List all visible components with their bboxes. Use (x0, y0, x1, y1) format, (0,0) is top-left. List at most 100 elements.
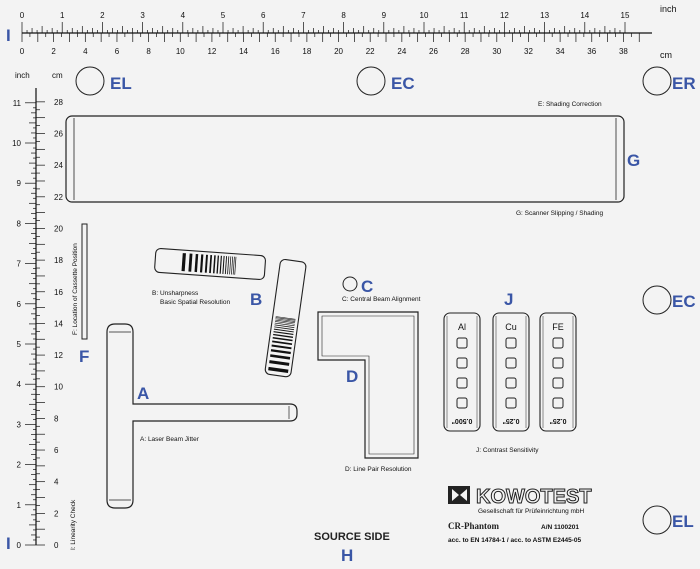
left-inch-label: 6 (17, 300, 22, 309)
top-inch-label: 2 (100, 11, 105, 20)
brand-name: KOWOTEST (476, 486, 592, 508)
label-cassette-position: F: Location of Cassette Position (72, 243, 79, 335)
contrast-strip-thickness: 0.25" (550, 417, 567, 424)
contrast-strip: Al 0.500" (443, 312, 481, 432)
contrast-hole (505, 357, 517, 369)
top-cm-label: 38 (619, 47, 628, 56)
left-cm-label: 12 (54, 351, 63, 360)
top-cm-label: 14 (239, 47, 248, 56)
left-ruler-inch-unit: inch (15, 71, 30, 80)
contrast-strips: Al0.500"Cu0.25"FE0.25" (443, 312, 577, 432)
marker-el-top: EL (110, 74, 132, 93)
left-inch-label: 9 (17, 179, 22, 188)
top-inch-label: 10 (420, 11, 429, 20)
left-inch-label: 8 (17, 219, 22, 228)
marker-c: C (361, 277, 373, 296)
ec-top-circle (356, 66, 386, 96)
unsharpness-strip-horizontal (154, 247, 266, 281)
top-cm-label: 22 (366, 47, 375, 56)
top-cm-label: 10 (176, 47, 185, 56)
top-cm-label: 6 (115, 47, 120, 56)
top-cm-label: 30 (492, 47, 501, 56)
top-inch-label: 13 (540, 11, 549, 20)
contrast-strip-element: Al (458, 322, 466, 332)
left-cm-label: 26 (54, 130, 63, 139)
label-contrast: J: Contrast Sensitivity (476, 447, 539, 454)
top-cm-label: 20 (334, 47, 343, 56)
el-bottom-circle (642, 505, 672, 535)
top-cm-label: 8 (146, 47, 151, 56)
left-inch-label: 11 (13, 99, 22, 108)
cassette-position-bar (81, 223, 88, 340)
brand-tagline: Gesellschaft für Prüfeinrichtung mbH (478, 508, 585, 515)
top-cm-label: 32 (524, 47, 533, 56)
contrast-strip-thickness: 0.500" (452, 417, 473, 424)
top-inch-label: 0 (20, 11, 25, 20)
left-inch-label: 1 (17, 501, 22, 510)
label-central-beam: C: Central Beam Alignment (342, 296, 421, 303)
line-pair-block-inner (321, 315, 415, 455)
unsharpness-strip-vertical (264, 258, 307, 378)
label-unsharpness-1: B: Unsharpness (152, 290, 199, 297)
marker-b: B (250, 290, 262, 309)
label-laser-beam: A: Laser Beam Jitter (140, 436, 200, 443)
marker-er-top: ER (672, 74, 696, 93)
top-inch-label: 15 (621, 11, 630, 20)
label-linearity: I: Linearity Check (70, 499, 77, 550)
top-cm-label: 2 (51, 47, 56, 56)
left-cm-label: 20 (54, 224, 63, 233)
top-cm-label: 0 (20, 47, 25, 56)
top-cm-label: 24 (397, 47, 406, 56)
brand-product: CR-Phantom (448, 521, 500, 531)
top-cm-label: 12 (207, 47, 216, 56)
label-source-side: SOURCE SIDE (314, 531, 390, 543)
brand-article: A/N 1100201 (541, 524, 579, 531)
left-cm-label: 6 (54, 446, 59, 455)
left-cm-label: 22 (54, 193, 63, 202)
left-cm-label: 2 (54, 509, 59, 518)
left-cm-label: 14 (54, 319, 63, 328)
marker-h: H (341, 546, 353, 565)
left-cm-label: 18 (54, 256, 63, 265)
top-inch-label: 3 (140, 11, 145, 20)
contrast-hole (505, 377, 517, 389)
left-inch-label: 2 (17, 461, 22, 470)
left-cm-label: 10 (54, 383, 63, 392)
contrast-hole (456, 337, 468, 349)
marker-g: G (627, 151, 640, 170)
er-top-circle (642, 66, 672, 96)
marker-i-bottom: I (6, 534, 11, 553)
contrast-strip-element: Cu (505, 322, 517, 332)
left-cm-label: 28 (54, 98, 63, 107)
contrast-hole (505, 337, 517, 349)
marker-d: D (346, 367, 358, 386)
left-inch-label: 3 (17, 420, 22, 429)
top-inch-label: 7 (301, 11, 306, 20)
line-pair-block (317, 311, 419, 459)
left-ruler-cm-unit: cm (52, 71, 63, 80)
kowotest-logo-mark (448, 486, 470, 504)
top-cm-label: 28 (461, 47, 470, 56)
left-inch-label: 5 (17, 340, 22, 349)
label-scanner-slipping: G: Scanner Slipping / Shading (516, 210, 603, 217)
top-ruler-inch-unit: inch (660, 4, 677, 14)
marker-f: F (79, 347, 89, 366)
left-inch-label: 10 (12, 139, 21, 148)
top-cm-label: 16 (271, 47, 280, 56)
top-inch-label: 6 (261, 11, 266, 20)
left-cm-label: 4 (54, 478, 59, 487)
contrast-strip-thickness: 0.25" (503, 417, 520, 424)
ec-right-circle (642, 285, 672, 315)
top-cm-label: 34 (556, 47, 565, 56)
contrast-hole (552, 357, 564, 369)
left-cm-label: 8 (54, 414, 59, 423)
left-cm-label: 16 (54, 288, 63, 297)
contrast-hole (552, 397, 564, 409)
top-ruler-cm-unit: cm (660, 50, 672, 60)
